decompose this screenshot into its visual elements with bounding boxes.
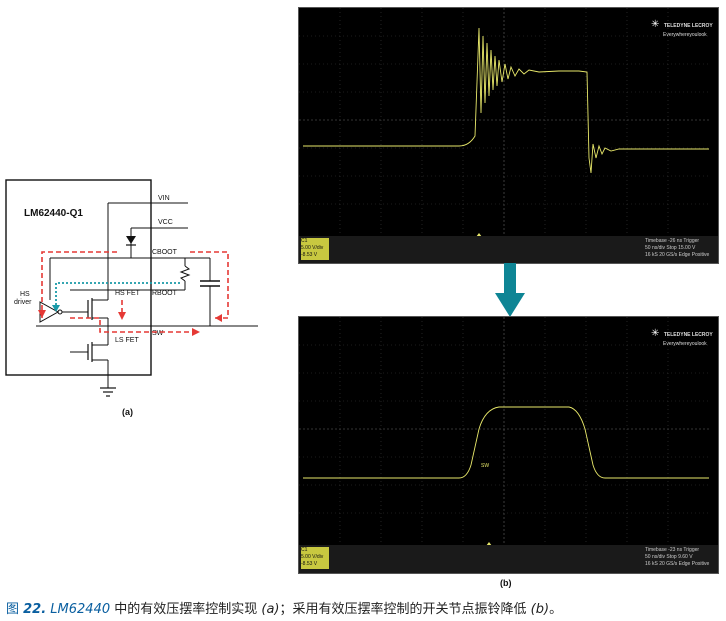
trigger-mode: Stop: [666, 554, 677, 560]
oscilloscope-top: C1 5.00 V/div -8.53 V Timebase -26 ns Tr…: [298, 7, 719, 264]
scope-bottom-status: Timebase -23 ns Trigger 50 ns/div Stop 9…: [645, 547, 715, 568]
trigger-slope: Positive: [691, 561, 710, 567]
caption-ref-a: (a): [261, 602, 280, 617]
caption-text-2: ；采用有效压摆率控制的开关节点振铃降低: [279, 602, 531, 617]
teledyne-icon: ✳: [651, 328, 660, 339]
oscilloscope-bottom: SW C1 5.00 V/div -8.53 V Timebase -23 ns…: [298, 316, 719, 574]
sublabel-a: (a): [122, 407, 133, 417]
trigger-label: Trigger: [683, 238, 700, 244]
scope-top-status: Timebase -26 ns Trigger 50 ns/div Stop 1…: [645, 238, 715, 259]
pin-vcc: VCC: [158, 219, 173, 226]
sample-rate: 20 GS/s: [659, 561, 678, 567]
ground-symbol: [100, 387, 116, 397]
sample-points: 16 kS: [645, 252, 658, 258]
teledyne-icon: ✳: [651, 19, 660, 30]
scope-bottom-screen: [299, 317, 718, 573]
brand-tagline: Everywhereyoulook: [663, 32, 707, 38]
pin-cboot: CBOOT: [152, 249, 178, 256]
trigger-mode: Stop: [666, 245, 677, 251]
channel-badge-bottom: C1 5.00 V/div -8.53 V: [301, 547, 329, 568]
trigger-value: 15.00 V: [678, 245, 696, 251]
ls-fet: [70, 342, 109, 388]
red-current-path: [41, 251, 229, 333]
timebase-value: -26 ns: [668, 238, 683, 244]
chip-outline: [5, 179, 152, 376]
brand-name: TELEDYNE LECROY: [663, 332, 713, 338]
chip-name: LM62440-Q1: [24, 208, 83, 219]
rboot-resistor: [179, 265, 191, 282]
trigger-label: Trigger: [683, 547, 700, 553]
brand-tagline: Everywhereyoulook: [663, 341, 707, 347]
channel-name: C1: [301, 547, 308, 553]
caption-text-1: 中的有效压摆率控制实现: [110, 602, 262, 617]
hs-driver-label-2: driver: [14, 299, 32, 306]
channel-offset: -8.53 V: [301, 252, 318, 258]
pin-sw: SW: [152, 330, 164, 337]
timebase-value: -23 ns: [668, 547, 683, 553]
trigger-type: Edge: [678, 252, 691, 258]
sw-waveform-ringing: [303, 27, 709, 174]
channel-scale: 5.00 V/div: [301, 554, 324, 560]
boot-diode: [126, 236, 136, 244]
scope-top-screen: [299, 8, 718, 263]
trigger-type: Edge: [678, 561, 691, 567]
figure-caption: 图 22. LM62440 中的有效压摆率控制实现 (a)；采用有效压摆率控制的…: [6, 598, 722, 617]
channel-offset: -8.53 V: [301, 561, 318, 567]
hs-fet-label: HS FET: [115, 290, 141, 297]
arrow-down-icon: [495, 263, 525, 317]
sublabel-b: (b): [500, 578, 512, 588]
channel-name: C1: [301, 238, 308, 244]
channel-scale: 5.00 V/div: [301, 245, 324, 251]
timebase-label: Timebase: [645, 238, 667, 244]
sw-waveform-smooth: [303, 406, 709, 479]
brand-name: TELEDYNE LECROY: [663, 23, 713, 29]
pin-vin: VIN: [158, 195, 170, 202]
teledyne-logo: ✳ TELEDYNE LECROY Everywhereyoulook: [651, 14, 715, 38]
caption-ref-b: (b): [530, 602, 550, 617]
circuit-schematic: LM62440-Q1 VIN VCC CBOOT RBOOT SW HS dri…: [5, 179, 258, 417]
teal-current-path: [55, 282, 180, 310]
trace-label-sw: SW: [481, 463, 490, 469]
ls-fet-label: LS FET: [115, 337, 139, 344]
timebase-div: 50 ns/div: [645, 554, 666, 560]
channel-badge-top: C1 5.00 V/div -8.53 V: [301, 238, 329, 259]
sample-rate: 20 GS/s: [659, 252, 678, 258]
timebase-label: Timebase: [645, 547, 667, 553]
sample-points: 16 kS: [645, 561, 658, 567]
caption-end: 。: [549, 602, 563, 617]
pin-rboot: RBOOT: [152, 290, 178, 297]
figure-number: 图 22. LM62440: [6, 602, 111, 617]
trigger-value: 9.60 V: [678, 554, 693, 560]
trigger-slope: Positive: [691, 252, 710, 258]
hs-driver-label-1: HS: [20, 291, 30, 298]
timebase-div: 50 ns/div: [645, 245, 666, 251]
teledyne-logo: ✳ TELEDYNE LECROY Everywhereyoulook: [651, 323, 715, 347]
